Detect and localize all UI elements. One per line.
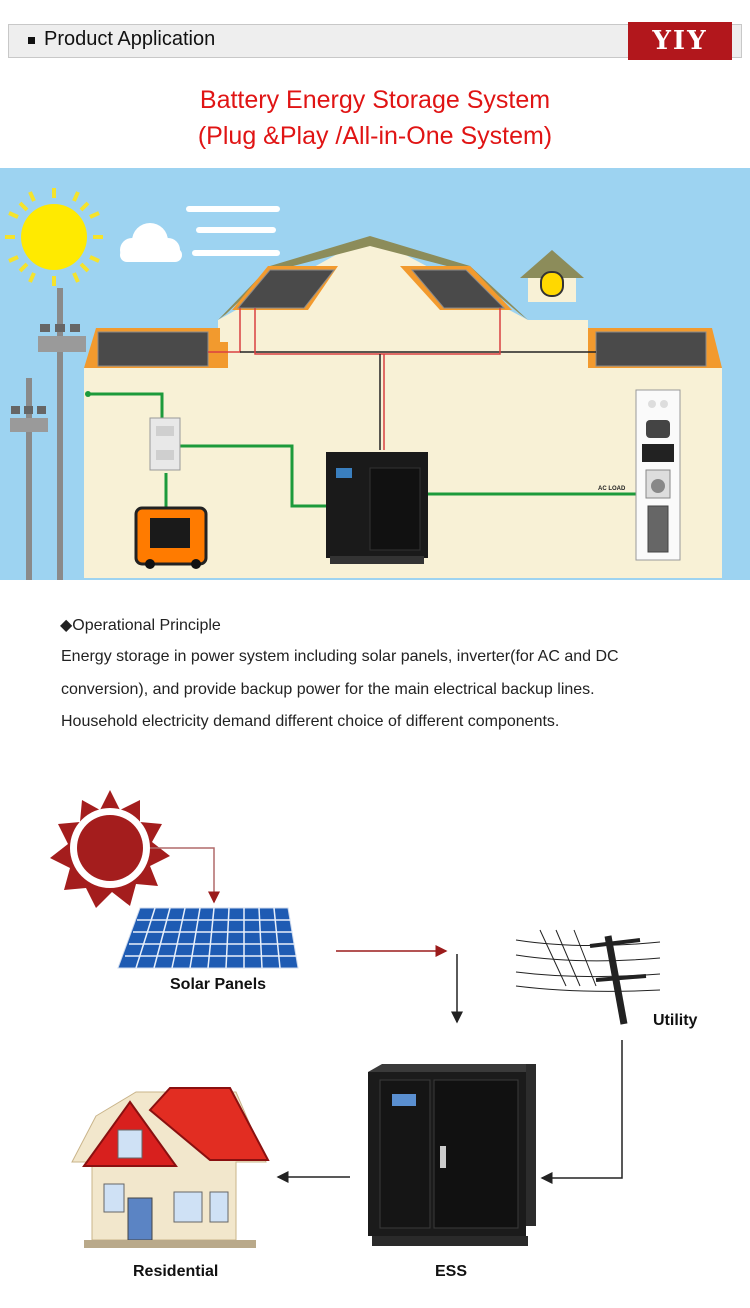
ess-cabinet-small xyxy=(326,452,428,564)
principle-line: Energy storage in power system including… xyxy=(61,648,619,665)
transfer-switch-icon xyxy=(149,417,181,471)
ess-cabinet-icon xyxy=(368,1064,536,1246)
generator-icon xyxy=(134,506,208,569)
principle-line: conversion), and provide backup power fo… xyxy=(61,681,595,698)
flow-diagram xyxy=(50,790,661,1248)
header-bar xyxy=(8,24,742,58)
solar-panels-label: Solar Panels xyxy=(170,976,267,993)
power-pole-icon xyxy=(10,288,86,580)
page-title-line2: (Plug &Play /All-in-One System) xyxy=(197,122,553,150)
principle-heading: ◆Operational Principle xyxy=(60,617,221,634)
appliance-column xyxy=(635,389,681,561)
ac-load-label: AC LOAD xyxy=(598,486,626,492)
utility-pole-icon xyxy=(515,929,661,1025)
house-scene: AC LOAD xyxy=(0,168,750,580)
sun-icon xyxy=(5,188,103,286)
cloud-icon xyxy=(120,206,280,262)
bullet-icon xyxy=(28,37,35,44)
page-title-line1: Battery Energy Storage System xyxy=(199,86,551,114)
section-title: Product Application xyxy=(44,28,216,50)
residential-house-icon xyxy=(71,1087,270,1248)
header: Product Application YIY xyxy=(0,0,750,80)
sun-icon xyxy=(50,790,170,908)
solar-panel xyxy=(97,269,707,367)
solar-panel-icon xyxy=(117,907,299,969)
brand-logo: YIY xyxy=(628,22,732,60)
principle-line: Household electricity demand different c… xyxy=(61,713,560,730)
residential-label: Residential xyxy=(133,1263,219,1280)
utility-label: Utility xyxy=(653,1012,698,1029)
ess-label: ESS xyxy=(435,1263,468,1280)
